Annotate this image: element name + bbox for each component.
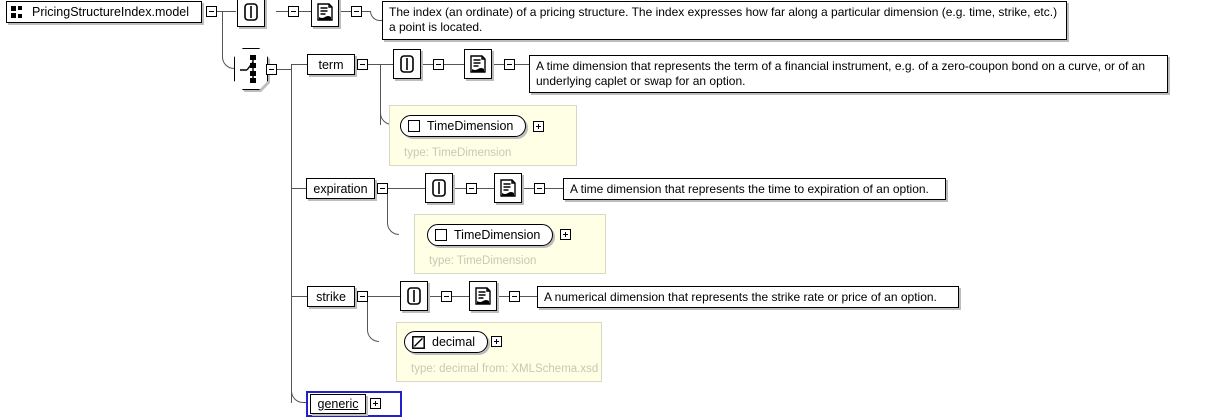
type-ref-term[interactable]: TimeDimension (400, 115, 527, 137)
type-ref-capsule-term: TimeDimension (400, 115, 527, 137)
type-ref-label-expiration: TimeDimension (454, 228, 541, 242)
annotation-icon-box-root[interactable] (237, 0, 265, 27)
connector-term-toggle (368, 64, 380, 65)
documentation-icon-box-strike[interactable] (469, 281, 497, 311)
complex-type-icon (408, 120, 420, 132)
documentation-icon-box-term[interactable] (464, 49, 492, 79)
annotation-icon (432, 179, 446, 197)
type-ref-label-strike: decimal (432, 335, 476, 349)
connector-root-annotation (223, 11, 236, 12)
connector-strike-annotation (367, 296, 400, 297)
root-node[interactable]: PricingStructureIndex.model (6, 1, 202, 23)
type-ref-label-term: TimeDimension (427, 119, 514, 133)
type-ref-capsule-expiration: TimeDimension (427, 224, 554, 246)
annotation-icon (400, 55, 414, 73)
strike-type-expander-toggle[interactable] (491, 336, 502, 347)
root-expander-toggle[interactable] (206, 6, 217, 17)
type-ref-capsule-strike: decimal (404, 331, 489, 353)
connector-root-stub (212, 11, 222, 12)
documentation-box-strike: A numerical dimension that represents th… (537, 286, 959, 308)
documentation-box-expiration: A time dimension that represents the tim… (563, 178, 946, 200)
connector-group-out (277, 69, 291, 70)
connector-expiration-doc-toggle (522, 188, 534, 189)
element-label-generic: generic (317, 397, 359, 411)
connector-term-doc-toggle (492, 64, 504, 65)
expiration-expander-toggle[interactable] (377, 183, 388, 194)
connector-term-toggle-desc (515, 64, 529, 65)
connector-expiration-toggle-desc (545, 188, 563, 189)
documentation-box-root: The index (an ordinate) of a pricing str… (382, 1, 1067, 40)
annotation-icon-box-expiration[interactable] (425, 173, 453, 203)
choice-group-icon (234, 48, 268, 90)
element-node-strike[interactable]: strike (307, 286, 355, 307)
term-expander-toggle[interactable] (357, 59, 368, 70)
strike-documentation-toggle[interactable] (509, 291, 520, 302)
strike-annotation-toggle[interactable] (441, 291, 452, 302)
type-ref-strike[interactable]: decimal (404, 331, 489, 353)
connector-toggle-desc-1 (362, 11, 370, 12)
annotation-icon-box-term[interactable] (393, 49, 421, 79)
element-label-strike: strike (316, 289, 346, 304)
connector-strike-annot-toggle (429, 296, 441, 297)
documentation-icon-box-expiration[interactable] (494, 173, 522, 203)
term-annotation-toggle[interactable] (433, 59, 444, 70)
expiration-type-expander-toggle[interactable] (560, 229, 571, 240)
connector-desc-elbow-1 (370, 11, 382, 21)
type-caption-expiration: type: TimeDimension (429, 255, 537, 267)
connector-branch-generic (291, 380, 306, 403)
simple-type-icon (412, 335, 425, 349)
type-ref-expiration[interactable]: TimeDimension (427, 224, 554, 246)
strike-expander-toggle[interactable] (357, 291, 368, 302)
connector-branch-expiration (291, 188, 306, 189)
element-label-expiration: expiration (313, 181, 368, 196)
element-label-term: term (318, 57, 344, 72)
connector-branch-term (291, 64, 307, 65)
documentation-icon-box-root[interactable] (311, 0, 339, 27)
connector-term-annot-toggle (421, 64, 433, 65)
connector-strike-to-type (367, 296, 379, 342)
connector-expiration-annot-toggle (454, 188, 466, 189)
term-documentation-toggle[interactable] (504, 59, 515, 70)
documentation-box-term: A time dimension that represents the ter… (529, 55, 1168, 93)
documentation-icon (475, 287, 491, 305)
root-node-label: PricingStructureIndex.model (32, 5, 190, 19)
term-type-expander-toggle[interactable] (533, 121, 544, 132)
connector-branch-strike (291, 296, 307, 297)
documentation-icon (317, 3, 333, 21)
connector-child-spine (291, 64, 292, 403)
expiration-documentation-toggle[interactable] (534, 183, 545, 194)
choice-group-node[interactable] (234, 48, 268, 90)
complex-type-icon (435, 229, 447, 241)
expiration-annotation-toggle[interactable] (466, 183, 477, 194)
annotation-icon-box-strike[interactable] (400, 281, 428, 311)
connector-toggle-doc-1 (299, 11, 311, 12)
choice-group-toggle[interactable] (266, 64, 277, 75)
connector-expiration-annotation (387, 188, 425, 189)
generic-expander-toggle[interactable] (370, 398, 381, 409)
documentation-icon (470, 55, 486, 73)
element-node-term[interactable]: term (307, 54, 355, 75)
connector-expiration-toggle-doc (477, 188, 494, 189)
connector-strike-toggle-desc (520, 296, 537, 297)
connector-strike-doc-toggle (497, 296, 509, 297)
connector-doc-toggle-1 (339, 11, 351, 12)
model-group-icon (11, 6, 25, 18)
element-node-expiration[interactable]: expiration (306, 178, 375, 199)
connector-strike-toggle-doc (452, 296, 469, 297)
annotation-icon (244, 3, 258, 21)
connector-expiration-to-type (387, 188, 399, 235)
documentation-icon (500, 179, 516, 197)
annotation-icon (407, 287, 421, 305)
root-annotation-toggle[interactable] (288, 6, 299, 17)
type-caption-strike: type: decimal from: XMLSchema.xsd (411, 363, 599, 375)
connector-annotation-toggle-1 (276, 11, 288, 12)
root-documentation-toggle[interactable] (351, 6, 362, 17)
element-node-generic[interactable]: generic (310, 394, 366, 414)
type-caption-term: type: TimeDimension (404, 147, 512, 159)
connector-term-toggle-doc (444, 64, 464, 65)
